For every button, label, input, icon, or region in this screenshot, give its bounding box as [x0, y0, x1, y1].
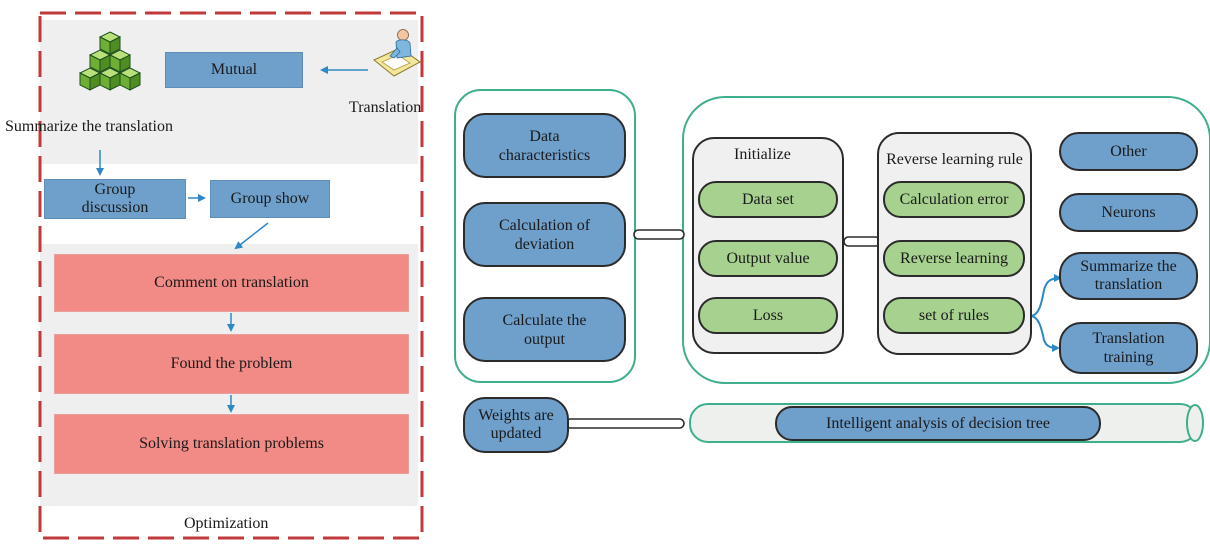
right-teal-frame: [682, 96, 1210, 384]
other-label: Other: [1110, 143, 1147, 160]
arrow-rules-to-training: [1029, 315, 1060, 352]
reverse-learning-pill: Reverse learning: [883, 240, 1025, 277]
mutual-label: Mutual: [210, 61, 258, 78]
decision-tree-label: Intelligent analysis of decision tree: [826, 415, 1050, 432]
translator-person-icon: [370, 26, 422, 78]
calculation-of-deviation-pill: Calculation of deviation: [463, 202, 626, 267]
data-characteristics-label: Data characteristics: [498, 127, 591, 164]
found-the-problem-box: Found the problem: [54, 334, 409, 394]
optimization-label: Optimization: [184, 515, 269, 532]
solving-translation-problems-box: Solving translation problems: [54, 414, 409, 474]
data-characteristics-pill: Data characteristics: [463, 113, 626, 178]
comment-on-translation-label: Comment on translation: [154, 274, 309, 291]
weights-are-updated-label: Weights are updated: [478, 407, 554, 442]
calculation-of-deviation-label: Calculation of deviation: [498, 216, 591, 253]
set-of-rules-pill: set of rules: [883, 297, 1025, 334]
output-value-label: Output value: [726, 249, 810, 267]
cube-stack-icon: [78, 30, 142, 100]
weights-are-updated-pill: Weights are updated: [463, 397, 569, 453]
comment-on-translation-box: Comment on translation: [54, 254, 409, 312]
translation-label: Translation: [349, 99, 422, 116]
loss-pill: Loss: [698, 297, 838, 334]
left-dashed-frame: [38, 11, 424, 540]
loss-label: Loss: [752, 306, 784, 324]
initialize-title: Initialize: [734, 146, 791, 163]
reverse-learning-label: Reverse learning: [900, 249, 1008, 267]
reverse-learning-rule-title: Reverse learning rule: [886, 150, 1023, 168]
group-discussion-box: Group discussion: [44, 179, 186, 219]
arrow-show-to-comment: [234, 222, 269, 250]
group-discussion-label: Group discussion: [81, 181, 149, 216]
other-pill: Other: [1059, 132, 1198, 171]
data-set-pill: Data set: [698, 181, 838, 218]
data-set-label: Data set: [742, 190, 794, 208]
calculation-error-label: Calculation error: [899, 190, 1009, 208]
group-show-box: Group show: [210, 180, 330, 218]
output-value-pill: Output value: [698, 240, 838, 277]
found-the-problem-label: Found the problem: [170, 355, 293, 372]
neurons-pill: Neurons: [1059, 193, 1198, 232]
connector-pipe-2: [843, 236, 881, 247]
connector-pipe-weights: [565, 418, 685, 429]
summarize-the-translation-label: Summarize the translation: [1080, 258, 1177, 293]
calculation-error-pill: Calculation error: [883, 181, 1025, 218]
calculate-the-output-label: Calculate the output: [502, 311, 587, 348]
set-of-rules-label: set of rules: [918, 306, 990, 324]
arrow-rules-to-summarize: [1029, 274, 1062, 317]
translation-training-pill: Translation training: [1059, 322, 1198, 374]
decision-tree-pill: Intelligent analysis of decision tree: [775, 406, 1101, 441]
translation-training-label: Translation training: [1092, 330, 1165, 366]
summarize-the-translation-pill: Summarize the translation: [1059, 252, 1198, 300]
summarize-translation-label: Summarize the translation: [5, 118, 173, 135]
calculate-the-output-pill: Calculate the output: [463, 297, 626, 362]
solving-translation-problems-label: Solving translation problems: [139, 435, 324, 452]
mutual-box: Mutual: [165, 52, 303, 88]
group-show-label: Group show: [230, 190, 310, 207]
connector-pipe-1: [633, 229, 685, 240]
neurons-label: Neurons: [1101, 204, 1156, 221]
